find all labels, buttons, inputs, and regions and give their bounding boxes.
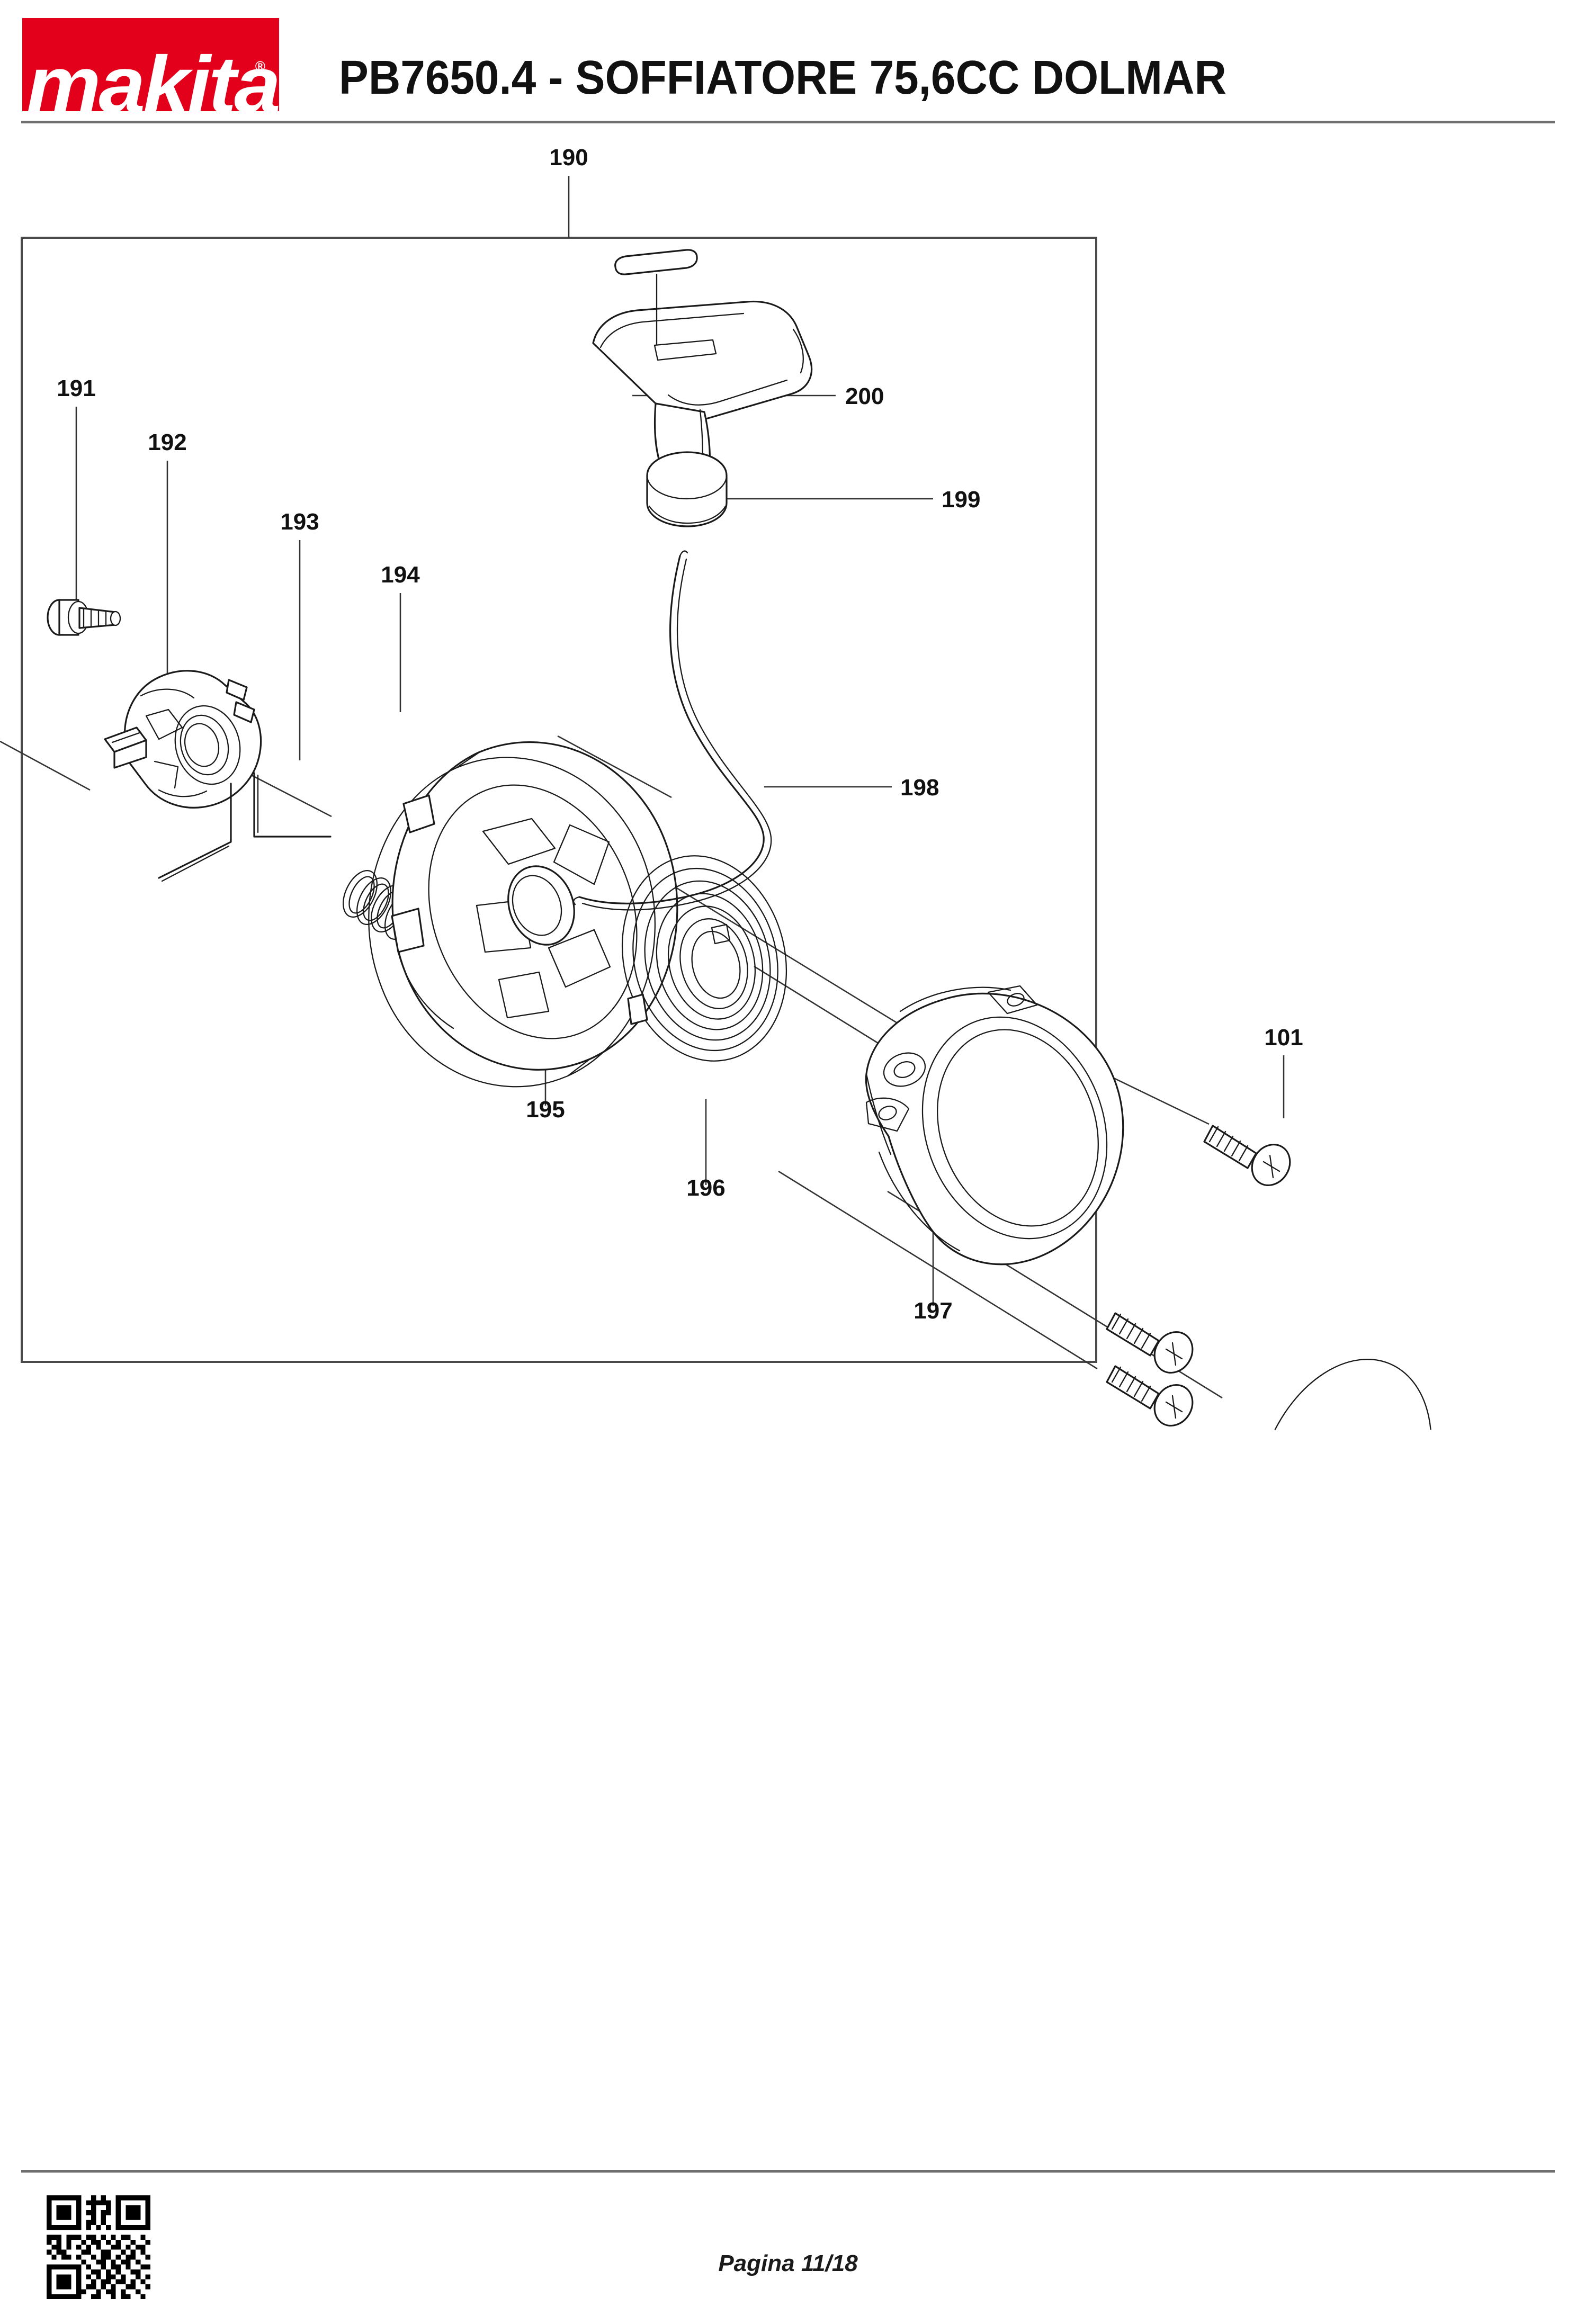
callout-199: 199 — [942, 487, 980, 513]
brand-wordmark: makita — [26, 40, 279, 111]
header-divider — [21, 121, 1555, 123]
part-191-screw — [47, 599, 121, 636]
callout-labels: 190 191 192 193 194 195 196 197 198 199 … — [57, 145, 1303, 1324]
callout-197: 197 — [914, 1298, 952, 1324]
part-199-starter-grip — [592, 300, 813, 527]
parts-diagram: .ln { fill:none; stroke:#1a1a1a; stroke-… — [0, 132, 1576, 1430]
qr-code-icon — [47, 2195, 150, 2299]
cover-disc — [1256, 1359, 1432, 1430]
callout-101: 101 — [1264, 1025, 1303, 1051]
part-200-grip-insert — [614, 249, 698, 345]
part-101-screws — [1106, 1125, 1291, 1427]
makita-logo: makita ® — [22, 18, 279, 111]
callout-192: 192 — [148, 429, 186, 455]
callout-194: 194 — [381, 562, 420, 588]
part-196-recoil-spring — [621, 855, 787, 1062]
footer-divider — [21, 2170, 1555, 2173]
page-header: makita ® PB7650.4 - SOFFIATORE 75,6CC DO… — [0, 0, 1576, 123]
assembly-frame — [21, 237, 1097, 1363]
callout-198: 198 — [900, 775, 939, 801]
callout-196: 196 — [686, 1175, 725, 1201]
part-197-starter-housing — [865, 985, 1124, 1266]
callout-191: 191 — [57, 375, 95, 401]
page-title: PB7650.4 - SOFFIATORE 75,6CC DOLMAR — [339, 51, 1226, 104]
callout-193: 193 — [280, 509, 319, 535]
part-198-starter-rope — [573, 550, 772, 911]
part-193-pawl-springs — [158, 772, 332, 882]
page-number: Pagina 11/18 — [718, 2250, 858, 2276]
part-192-pawl-carrier — [104, 670, 262, 809]
callout-190: 190 — [549, 145, 588, 171]
registered-trademark-icon: ® — [255, 58, 265, 74]
callout-200: 200 — [845, 383, 884, 409]
part-195-rope-pulley — [368, 741, 678, 1088]
callout-195: 195 — [526, 1097, 565, 1123]
